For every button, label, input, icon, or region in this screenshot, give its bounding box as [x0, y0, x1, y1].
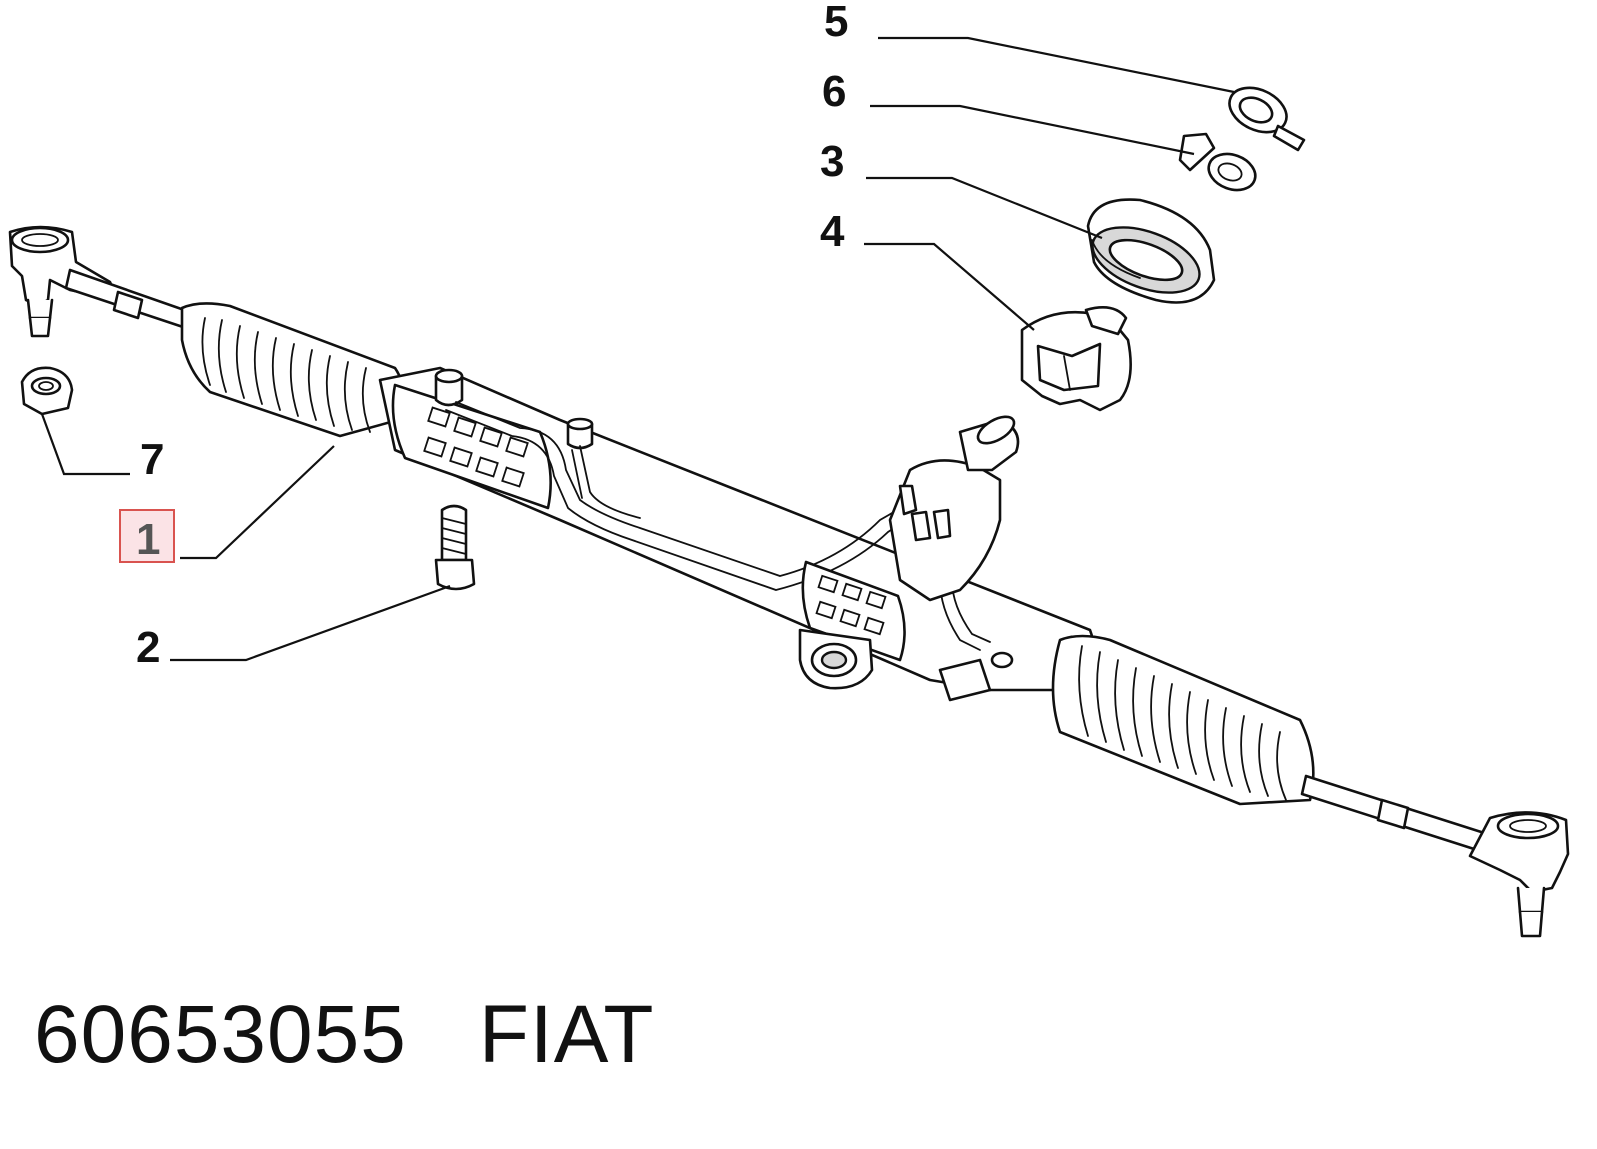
- part-3-bush: [1086, 198, 1216, 304]
- mounting-boss: [798, 628, 1014, 702]
- part-caption: 60653055 FIAT: [34, 988, 654, 1082]
- callout-2[interactable]: 2: [136, 623, 160, 672]
- callout-7[interactable]: 7: [140, 435, 164, 484]
- leader-4: [864, 242, 1035, 331]
- part-2-bolt: [434, 504, 476, 591]
- part-5-clip: [1228, 86, 1306, 152]
- hydraulic-lines: [445, 401, 991, 651]
- callout-6[interactable]: 6: [822, 67, 846, 116]
- leader-2: [170, 584, 451, 662]
- steering-rack-drawing: [8, 225, 1570, 938]
- callout-4[interactable]: 4: [820, 207, 845, 256]
- leader-5: [878, 36, 1235, 94]
- callout-5[interactable]: 5: [824, 0, 848, 46]
- callout-1[interactable]: 1: [119, 509, 175, 564]
- part-number: 60653055: [34, 989, 407, 1080]
- brand-name: FIAT: [478, 989, 655, 1080]
- part-4-mount: [1020, 306, 1132, 412]
- callout-1-highlight-box: [119, 509, 175, 563]
- part-7-nut: [20, 366, 74, 416]
- valve-body: [888, 415, 1020, 602]
- callout-5-label: 5: [824, 0, 848, 46]
- leader-3: [866, 176, 1103, 240]
- callout-6-label: 6: [822, 67, 846, 116]
- right-boot: [1051, 634, 1315, 806]
- part-6-bracket: [1178, 132, 1257, 192]
- callout-7-label: 7: [140, 435, 164, 484]
- callout-4-label: 4: [820, 207, 845, 256]
- leader-1: [180, 445, 335, 560]
- power-cylinder-left: [391, 383, 552, 510]
- callout-3-label: 3: [820, 137, 844, 186]
- leader-7: [40, 413, 130, 476]
- power-cylinder-right: [801, 560, 906, 662]
- leader-6: [870, 104, 1195, 156]
- left-boot: [180, 302, 405, 438]
- right-tie-rod-end: [1468, 811, 1570, 938]
- callout-3[interactable]: 3: [820, 137, 844, 186]
- callout-2-label: 2: [136, 623, 160, 672]
- callout-1-label: 1: [136, 515, 160, 564]
